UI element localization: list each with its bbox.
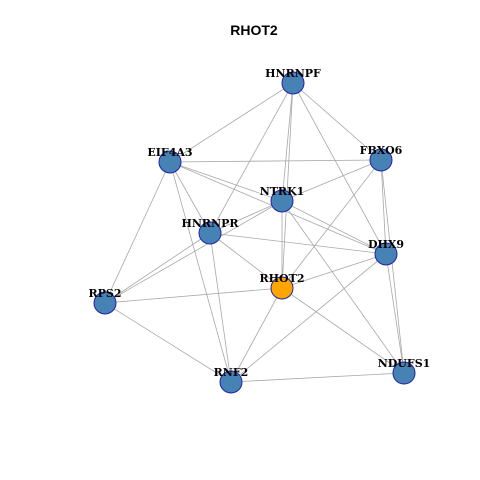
node-rps2[interactable] — [93, 291, 117, 315]
edge-dhx9-rhot2 — [281, 253, 387, 289]
edge-rnf2-ndufs1 — [230, 372, 405, 383]
edge-dhx9-rnf2 — [230, 253, 387, 383]
node-rnf2[interactable] — [219, 370, 243, 394]
edge-ntrk1-hnrnpr — [209, 200, 283, 234]
edge-hnrnpr-dhx9 — [209, 232, 387, 255]
edge-fbxo6-dhx9 — [380, 159, 387, 255]
node-hnrnpf[interactable] — [281, 71, 305, 95]
node-label-dhx9: DHX9 — [368, 238, 404, 251]
edge-rhot2-rnf2 — [230, 287, 283, 383]
edge-rhot2-rps2 — [104, 287, 283, 304]
node-fbxo6[interactable] — [369, 148, 393, 172]
node-label-eif4a3: EIF4A3 — [147, 146, 192, 159]
edge-hnrnpf-rhot2 — [281, 82, 294, 289]
edge-eif4a3-rnf2 — [169, 161, 232, 383]
edge-ntrk1-rps2 — [104, 200, 283, 304]
node-label-ndufs1: NDUFS1 — [378, 357, 431, 370]
edge-hnrnpf-ntrk1 — [281, 82, 294, 202]
edge-hnrnpf-fbxo6 — [292, 82, 382, 161]
edge-eif4a3-fbxo6 — [169, 159, 382, 163]
edge-hnrnpr-rhot2 — [209, 232, 283, 289]
node-ntrk1[interactable] — [270, 189, 294, 213]
node-label-rhot2: RHOT2 — [260, 272, 305, 285]
node-hnrnpr[interactable] — [198, 221, 222, 245]
edge-fbxo6-ndufs1 — [380, 159, 405, 374]
graph-title: RHOT2 — [230, 22, 278, 38]
node-dhx9[interactable] — [374, 242, 398, 266]
node-label-ntrk1: NTRK1 — [260, 185, 305, 198]
edge-ntrk1-ndufs1 — [281, 200, 405, 374]
edge-dhx9-ndufs1 — [385, 253, 405, 374]
edge-rps2-rnf2 — [104, 302, 232, 383]
edge-hnrnpf-eif4a3 — [169, 82, 294, 163]
edge-hnrnpf-dhx9 — [292, 82, 387, 255]
edges-layer — [104, 82, 405, 383]
edge-fbxo6-ntrk1 — [281, 159, 382, 202]
edge-hnrnpf-hnrnpr — [209, 82, 294, 234]
edge-hnrnpr-rps2 — [104, 232, 211, 304]
node-label-hnrnpr: HNRNPR — [181, 217, 239, 230]
node-eif4a3[interactable] — [158, 150, 182, 174]
nodes-layer — [93, 71, 416, 394]
edge-rhot2-ndufs1 — [281, 287, 405, 374]
node-label-rnf2: RNF2 — [214, 366, 249, 379]
edge-fbxo6-rhot2 — [281, 159, 382, 289]
node-ndufs1[interactable] — [392, 361, 416, 385]
edge-ntrk1-dhx9 — [281, 200, 387, 255]
edge-eif4a3-rps2 — [104, 161, 171, 304]
node-label-fbxo6: FBXO6 — [360, 144, 403, 157]
edge-hnrnpr-rnf2 — [209, 232, 232, 383]
edge-eif4a3-ntrk1 — [169, 161, 283, 202]
node-label-hnrnpf: HNRNPF — [265, 67, 321, 80]
edge-eif4a3-hnrnpr — [169, 161, 211, 234]
node-rhot2[interactable] — [270, 276, 294, 300]
node-label-rps2: RPS2 — [88, 287, 121, 300]
